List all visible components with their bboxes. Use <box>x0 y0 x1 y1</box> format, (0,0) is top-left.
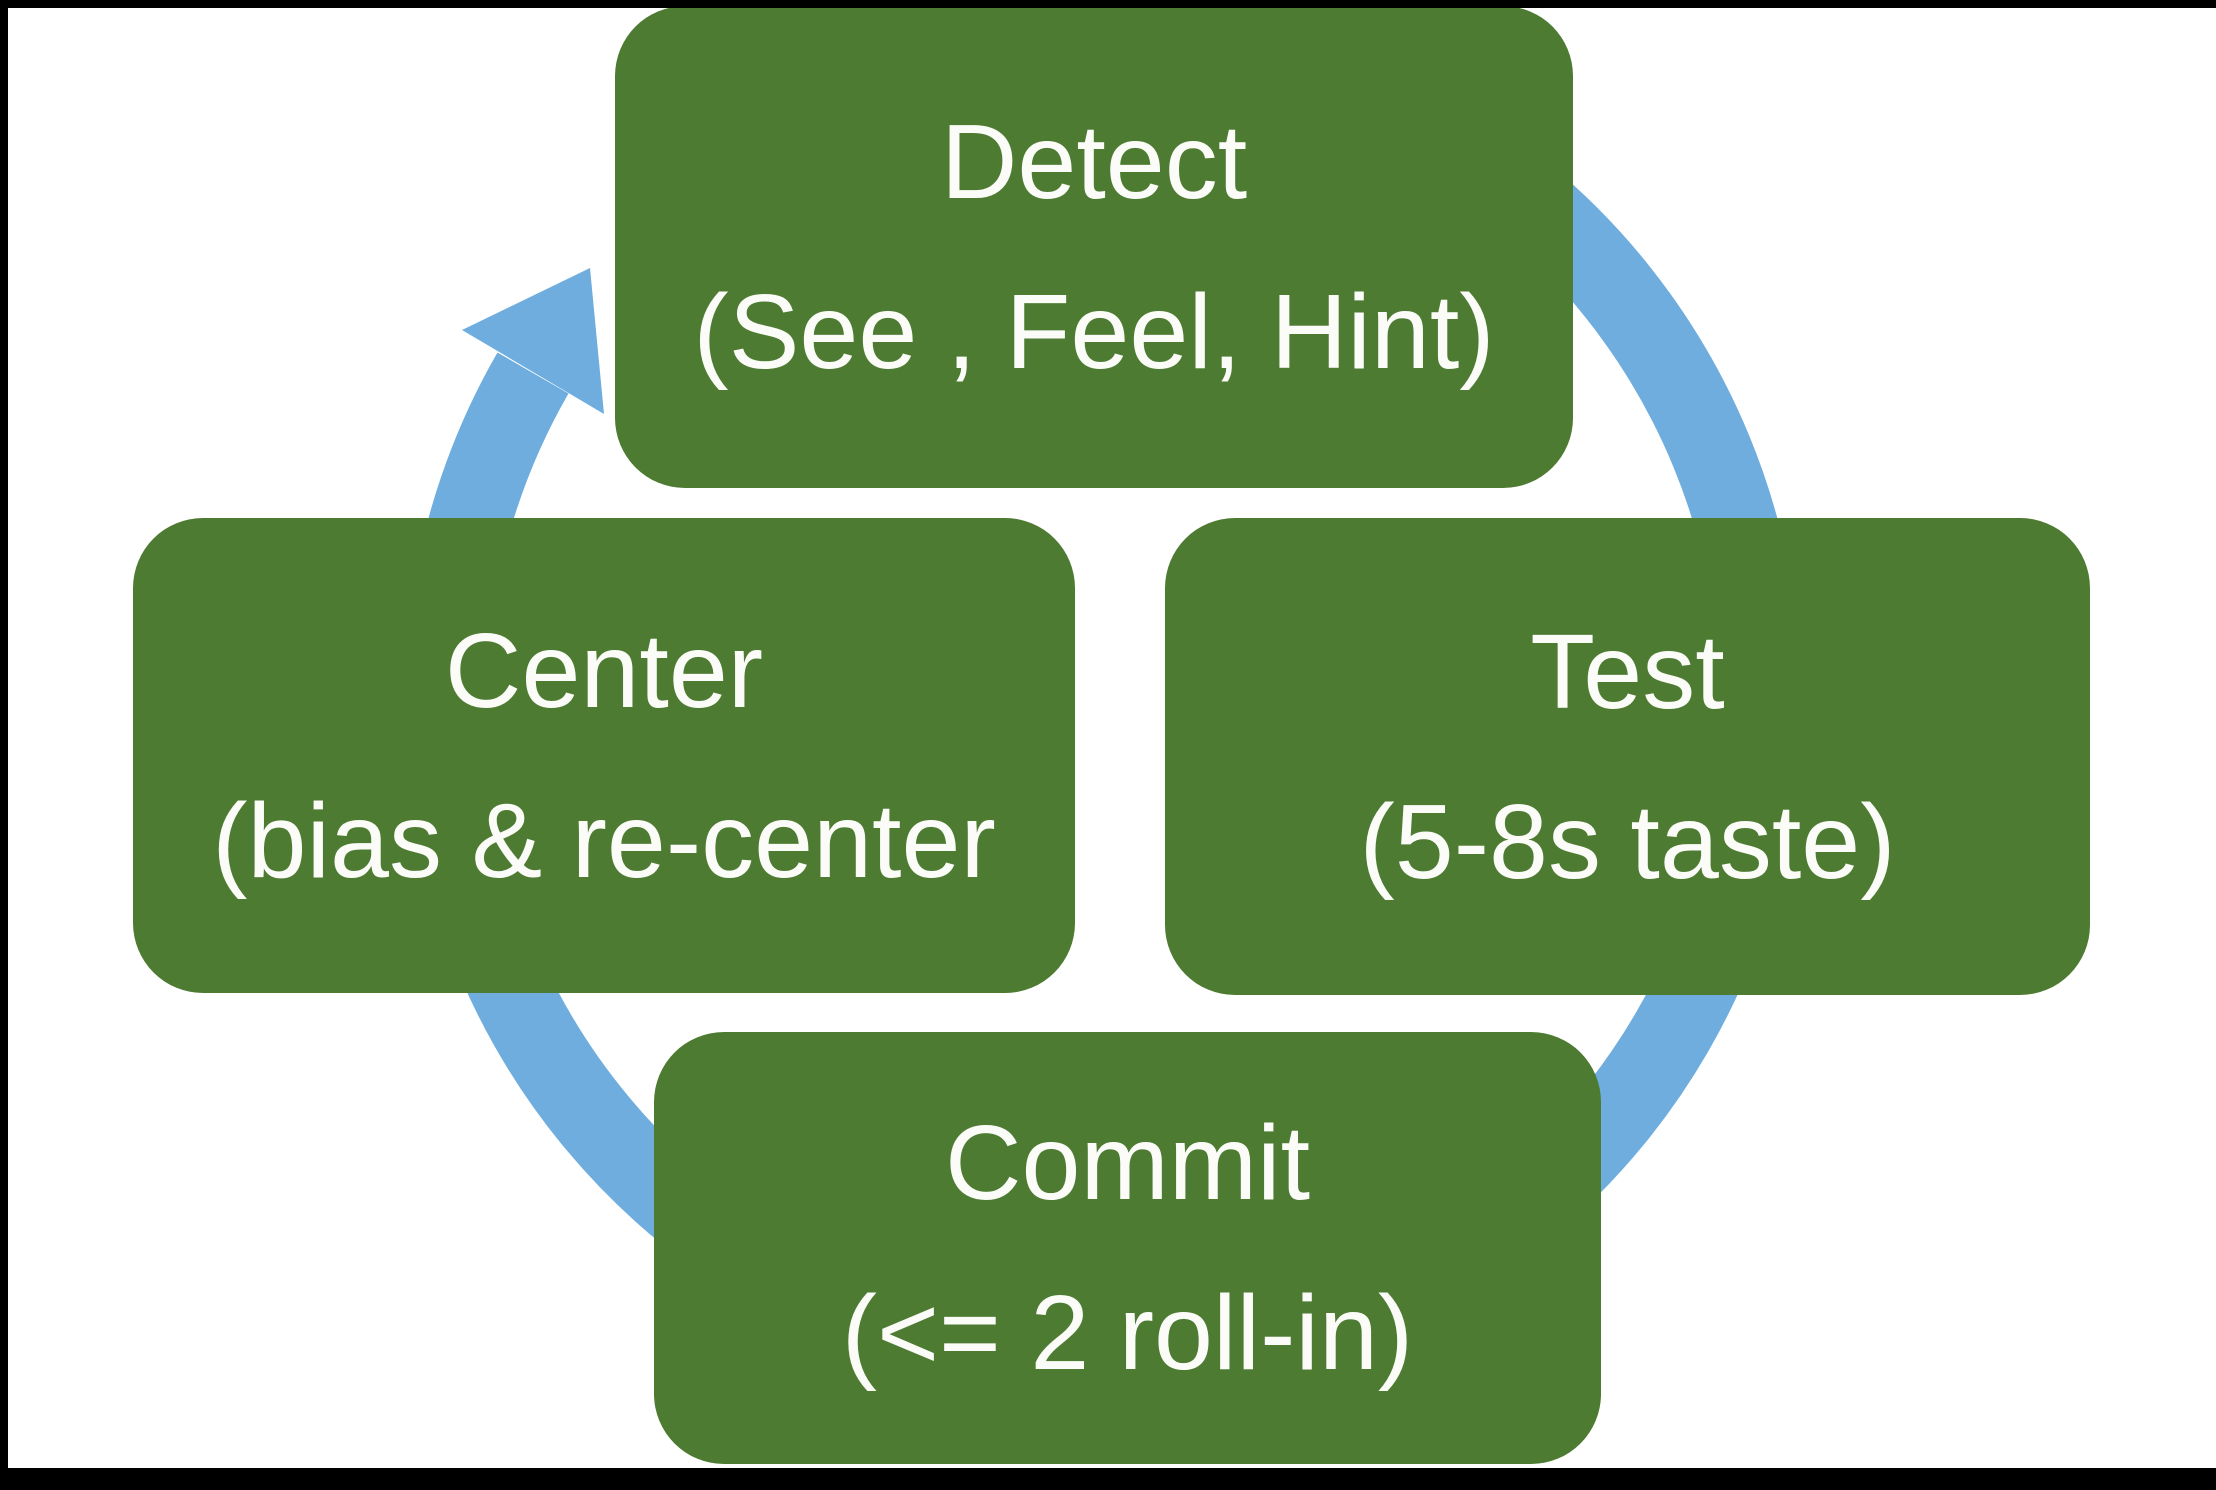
node-subtitle: (5-8s taste) <box>1359 782 1896 901</box>
node-subtitle: (bias & re-center <box>212 781 996 900</box>
node-subtitle: (<= 2 roll-in) <box>841 1274 1414 1392</box>
node-title: Test <box>1530 612 1725 731</box>
node-title: Commit <box>944 1104 1311 1222</box>
frame-bar-top <box>0 0 2216 8</box>
node-subtitle: (See , Feel, Hint) <box>693 273 1495 391</box>
cycle-node-test: Test (5-8s taste) <box>1165 518 2090 995</box>
cycle-node-detect: Detect (See , Feel, Hint) <box>615 6 1573 488</box>
cycle-arrowhead-icon <box>462 268 604 414</box>
frame-bar-left <box>0 0 8 1490</box>
node-title: Center <box>444 611 764 730</box>
frame-bar-bottom <box>0 1468 2216 1490</box>
cycle-node-center: Center (bias & re-center <box>133 518 1075 993</box>
node-title: Detect <box>940 103 1248 221</box>
cycle-node-commit: Commit (<= 2 roll-in) <box>654 1032 1601 1464</box>
